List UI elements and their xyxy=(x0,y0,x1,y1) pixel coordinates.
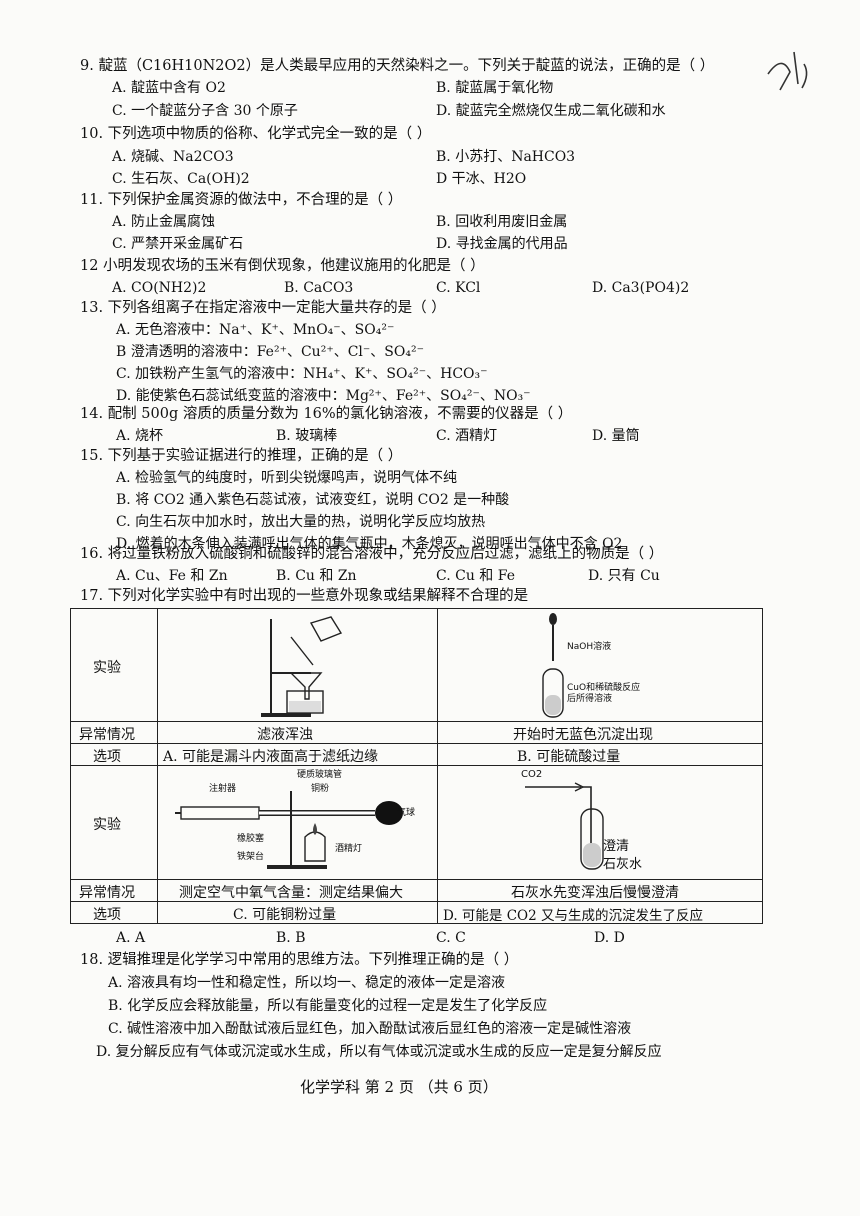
q11-option-c: C. 严禁开采金属矿石 xyxy=(112,236,244,252)
q18-option-c: C. 碱性溶液中加入酚酞试液后显红色，加入酚酞试液后显红色的溶液一定是碱性溶液 xyxy=(108,1021,632,1037)
q11-option-d: D. 寻找金属的代用品 xyxy=(436,236,568,252)
q13-option-b: B 澄清透明的溶液中：Fe²⁺、Cu²⁺、Cl⁻、SO₄²⁻ xyxy=(116,344,424,360)
q12-option-b: B. CaCO3 xyxy=(284,280,354,296)
label-iron-stand: 铁架台 xyxy=(237,852,265,862)
q17-stem: 17. 下列对化学实验中有时出现的一些意外现象或结果解释不合理的是 xyxy=(80,588,529,604)
row-label-abnormal-1: 异常情况 xyxy=(79,727,135,743)
q10-option-a: A. 烧碱、Na2CO3 xyxy=(112,149,234,165)
label-co2: CO2 xyxy=(521,769,543,780)
abnormal-3: 测定空气中氧气含量：测定结果偏大 xyxy=(179,885,403,901)
filtration-apparatus-icon xyxy=(261,616,343,717)
q14-option-a: A. 烧杯 xyxy=(116,428,164,444)
option-a-text: A. 可能是漏斗内液面高于滤纸边缘 xyxy=(163,749,379,765)
q11-stem: 11. 下列保护金属资源的做法中，不合理的是（ ） xyxy=(80,192,403,208)
label-cuo-solution: CuO和稀硫酸反应后所得溶液 xyxy=(567,683,641,704)
q17-option-b: B. B xyxy=(276,930,306,946)
q15-option-d: D. 燃着的木条伸入装满呼出气体的集气瓶中，木条熄灭，说明呼出气体中不含 O2 xyxy=(116,536,623,552)
q14-option-c: C. 酒精灯 xyxy=(436,428,498,444)
row-label-experiment-2: 实验 xyxy=(93,817,121,833)
handwritten-mark-icon xyxy=(767,51,808,91)
label-naoh: NaOH溶液 xyxy=(567,642,612,652)
q9-option-d: D. 靛蓝完全燃烧仅生成二氧化碳和水 xyxy=(436,103,666,119)
option-b-text: B. 可能硫酸过量 xyxy=(517,749,621,765)
q13-option-c: C. 加铁粉产生氢气的溶液中：NH₄⁺、K⁺、SO₄²⁻、HCO₃⁻ xyxy=(116,366,488,382)
q9-option-c: C. 一个靛蓝分子含 30 个原子 xyxy=(112,103,298,119)
q10-option-b: B. 小苏打、NaHCO3 xyxy=(436,149,576,165)
q17-option-a: A. A xyxy=(116,930,146,946)
q9-option-a: A. 靛蓝中含有 O2 xyxy=(112,80,226,96)
q9-option-b: B. 靛蓝属于氧化物 xyxy=(436,80,554,96)
q17-option-d: D. D xyxy=(594,930,625,946)
dropper-test-tube-icon xyxy=(542,613,564,718)
q13-stem: 13. 下列各组离子在指定溶液中一定能大量共存的是（ ） xyxy=(80,300,446,316)
label-rubber-stopper: 橡胶塞 xyxy=(237,834,265,844)
label-copper-powder: 铜粉 xyxy=(311,784,330,794)
copper-oxygen-apparatus-icon xyxy=(175,791,403,869)
row-label-abnormal-2: 异常情况 xyxy=(79,885,135,901)
label-limewater-2: 石灰水 xyxy=(603,857,643,872)
q12-option-a: A. CO(NH2)2 xyxy=(112,280,207,296)
q10-option-d: D 干冰、H2O xyxy=(436,171,527,187)
q10-option-c: C. 生石灰、Ca(OH)2 xyxy=(112,171,250,187)
q15-stem: 15. 下列基于实验证据进行的推理，正确的是（ ） xyxy=(80,448,403,464)
q16-option-c: C. Cu 和 Fe xyxy=(436,568,515,584)
q15-option-b: B. 将 CO2 通入紫色石蕊试液，试液变红，说明 CO2 是一种酸 xyxy=(116,492,510,508)
q9-stem: 9. 靛蓝（C16H10N2O2）是人类最早应用的天然染料之一。下列关于靛蓝的说… xyxy=(80,58,715,74)
q14-option-b: B. 玻璃棒 xyxy=(276,428,338,444)
q18-option-a: A. 溶液具有均一性和稳定性，所以均一、稳定的液体一定是溶液 xyxy=(108,975,506,991)
q13-option-d: D. 能使紫色石蕊试纸变蓝的溶液中：Mg²⁺、Fe²⁺、SO₄²⁻、NO₃⁻ xyxy=(116,388,531,404)
abnormal-4: 石灰水先变浑浊后慢慢澄清 xyxy=(511,885,679,901)
row-label-option-1: 选项 xyxy=(93,749,121,765)
q12-option-c: C. KCl xyxy=(436,280,481,296)
option-d-text: D. 可能是 CO2 又与生成的沉淀发生了反应 xyxy=(443,908,703,924)
q18-stem: 18. 逻辑推理是化学学习中常用的思维方法。下列推理正确的是（ ） xyxy=(80,952,519,968)
q14-stem: 14. 配制 500g 溶质的质量分数为 16%的氯化钠溶液，不需要的仪器是（ … xyxy=(80,406,573,422)
q17-option-c: C. C xyxy=(436,930,466,946)
row-label-option-2: 选项 xyxy=(93,907,121,923)
q13-option-a: A. 无色溶液中：Na⁺、K⁺、MnO₄⁻、SO₄²⁻ xyxy=(116,322,395,338)
row-label-experiment-1: 实验 xyxy=(93,660,121,676)
label-alcohol-lamp: 酒精灯 xyxy=(335,844,363,854)
experiment-table: 实验 异常情况 选项 实验 异常情况 选项 NaOH溶液 CuO和稀硫酸反应后所… xyxy=(70,608,763,924)
q16-option-a: A. Cu、Fe 和 Zn xyxy=(116,568,228,584)
q18-option-d: D. 复分解反应有气体或沉淀或水生成，所以有气体或沉淀或水生成的反应一定是复分解… xyxy=(96,1044,662,1060)
q16-option-d: D. 只有 Cu xyxy=(588,568,660,584)
label-syringe: 注射器 xyxy=(209,784,237,794)
q10-stem: 10. 下列选项中物质的俗称、化学式完全一致的是（ ） xyxy=(80,126,432,142)
q12-option-d: D. Ca3(PO4)2 xyxy=(592,280,690,296)
q11-option-b: B. 回收利用废旧金属 xyxy=(436,214,568,230)
q18-option-b: B. 化学反应会释放能量，所以有能量变化的过程一定是发生了化学反应 xyxy=(108,998,548,1014)
q15-option-c: C. 向生石灰中加水时，放出大量的热，说明化学反应均放热 xyxy=(116,514,486,530)
label-limewater-1: 澄清 xyxy=(603,839,630,854)
co2-limewater-apparatus-icon xyxy=(525,782,604,870)
q11-option-a: A. 防止金属腐蚀 xyxy=(112,214,216,230)
q15-option-a: A. 检验氢气的纯度时，听到尖锐爆鸣声，说明气体不纯 xyxy=(116,470,458,486)
abnormal-2: 开始时无蓝色沉淀出现 xyxy=(513,727,653,743)
q16-option-b: B. Cu 和 Zn xyxy=(276,568,357,584)
q14-option-d: D. 量筒 xyxy=(592,428,640,444)
option-c-text: C. 可能铜粉过量 xyxy=(233,907,337,923)
label-glass-tube: 硬质玻璃管 xyxy=(297,770,343,780)
q12-stem: 12 小明发现农场的玉米有倒伏现象，他建议施用的化肥是（ ） xyxy=(80,258,485,274)
page-footer: 化学学科 第 2 页 （共 6 页） xyxy=(300,1078,498,1096)
label-balloon: 气球 xyxy=(397,808,416,818)
q16-stem: 16. 将过量铁粉放入硫酸铜和硫酸锌的混合溶液中，充分反应后过滤，滤纸上的物质是… xyxy=(80,546,664,562)
abnormal-1: 滤液浑浊 xyxy=(257,727,313,743)
